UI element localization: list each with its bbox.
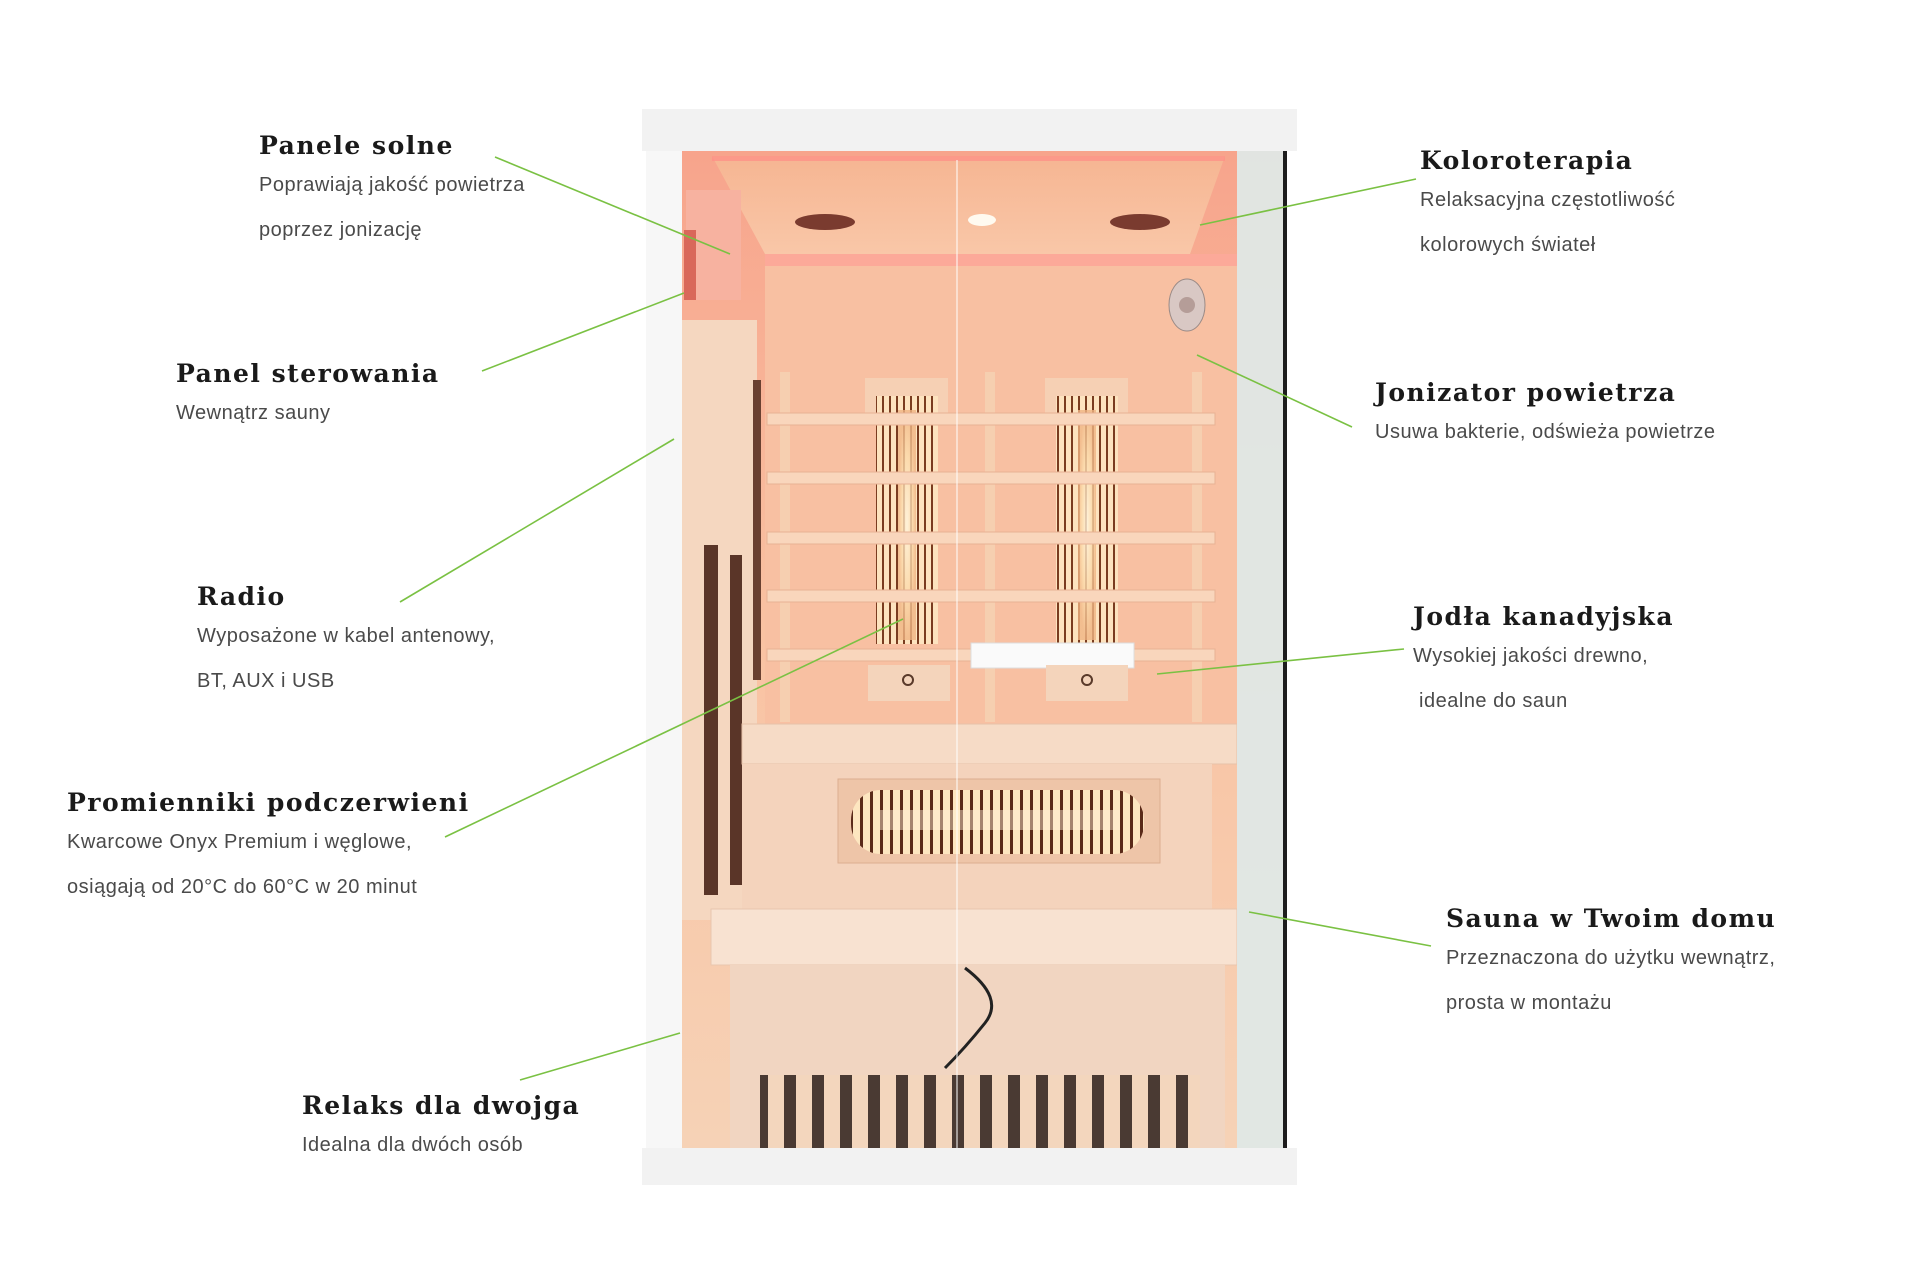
feature-title: Jonizator powietrza [1375,378,1677,407]
feature-description: Relaksacyjna częstotliwość [1420,189,1676,211]
leader-line [1199,178,1417,226]
infrared-heater-left [865,378,948,644]
feature-description: poprzez jonizację [259,219,423,241]
leader-line [399,438,675,603]
leader-lines [399,156,1432,1081]
leader-line [1248,911,1432,947]
floor-grate [760,1075,1200,1148]
feature-description: Wysokiej jakości drewno, [1413,645,1649,667]
leader-line [1156,648,1405,675]
feature-control-panel: Panel sterowania Wewnątrz sauny [176,357,440,436]
feature-description: prosta w montażu [1446,992,1612,1014]
control-panel [684,230,696,300]
feature-title: Sauna w Twoim domu [1446,904,1777,933]
speaker-icon [795,214,855,230]
feature-title: Panel sterowania [176,359,440,388]
speaker-icon [1110,214,1170,230]
feature-description: Idealna dla dwóch osób [302,1134,524,1156]
feature-description: idealne do saun [1413,690,1568,712]
feature-title: Jodła kanadyjska [1413,602,1675,631]
feature-infrared-heaters: Promienniki podczerwieni Kwarcowe Onyx P… [67,786,470,910]
feature-radio: Radio Wyposażone w kabel antenowy, BT, A… [197,580,495,704]
feature-title: Promienniki podczerwieni [67,788,470,817]
infrared-heater-lower [851,790,1144,854]
feature-home-sauna: Sauna w Twoim domu Przeznaczona do użytk… [1446,902,1776,1026]
leader-line [444,618,904,838]
leader-line [519,1032,681,1081]
feature-description: Usuwa bakterie, odświeża powietrze [1375,421,1716,443]
feature-title: Relaks dla dwojga [302,1091,581,1120]
ceiling [712,156,1225,254]
feature-title: Koloroterapia [1420,146,1634,175]
feature-description: Kwarcowe Onyx Premium i węglowe, [67,831,412,853]
feature-description: BT, AUX i USB [197,670,335,692]
glass-panel [1237,151,1285,1148]
feature-color-therapy: Koloroterapia Relaksacyjna częstotliwość… [1420,144,1675,268]
feature-description: Wyposażone w kabel antenowy, [197,625,496,647]
infrared-heater-right [1045,378,1128,644]
feature-description: Wewnątrz sauny [176,402,331,424]
feature-canadian-fir: Jodła kanadyjska Wysokiej jakości drewno… [1413,600,1674,724]
feature-title: Radio [197,582,286,611]
leader-line [481,292,685,372]
feature-salt-panels: Panele solne Poprawiają jakość powietrza… [259,129,525,253]
leader-line [494,156,731,255]
lamp-bar [970,642,1135,669]
feature-relax-for-two: Relaks dla dwojga Idealna dla dwóch osób [302,1089,580,1168]
feature-description: Poprawiają jakość powietrza [259,174,525,196]
ceiling-light-icon [968,214,996,226]
feature-title: Panele solne [259,131,454,160]
feature-description: Przeznaczona do użytku wewnątrz, [1446,947,1776,969]
feature-description: kolorowych świateł [1420,234,1596,256]
feature-description: osiągają od 20°C do 60°C w 20 minut [67,876,418,898]
feature-air-ionizer: Jonizator powietrza Usuwa bakterie, odśw… [1375,376,1716,455]
leader-line [1196,354,1353,428]
sauna-cabin [642,109,1297,1185]
